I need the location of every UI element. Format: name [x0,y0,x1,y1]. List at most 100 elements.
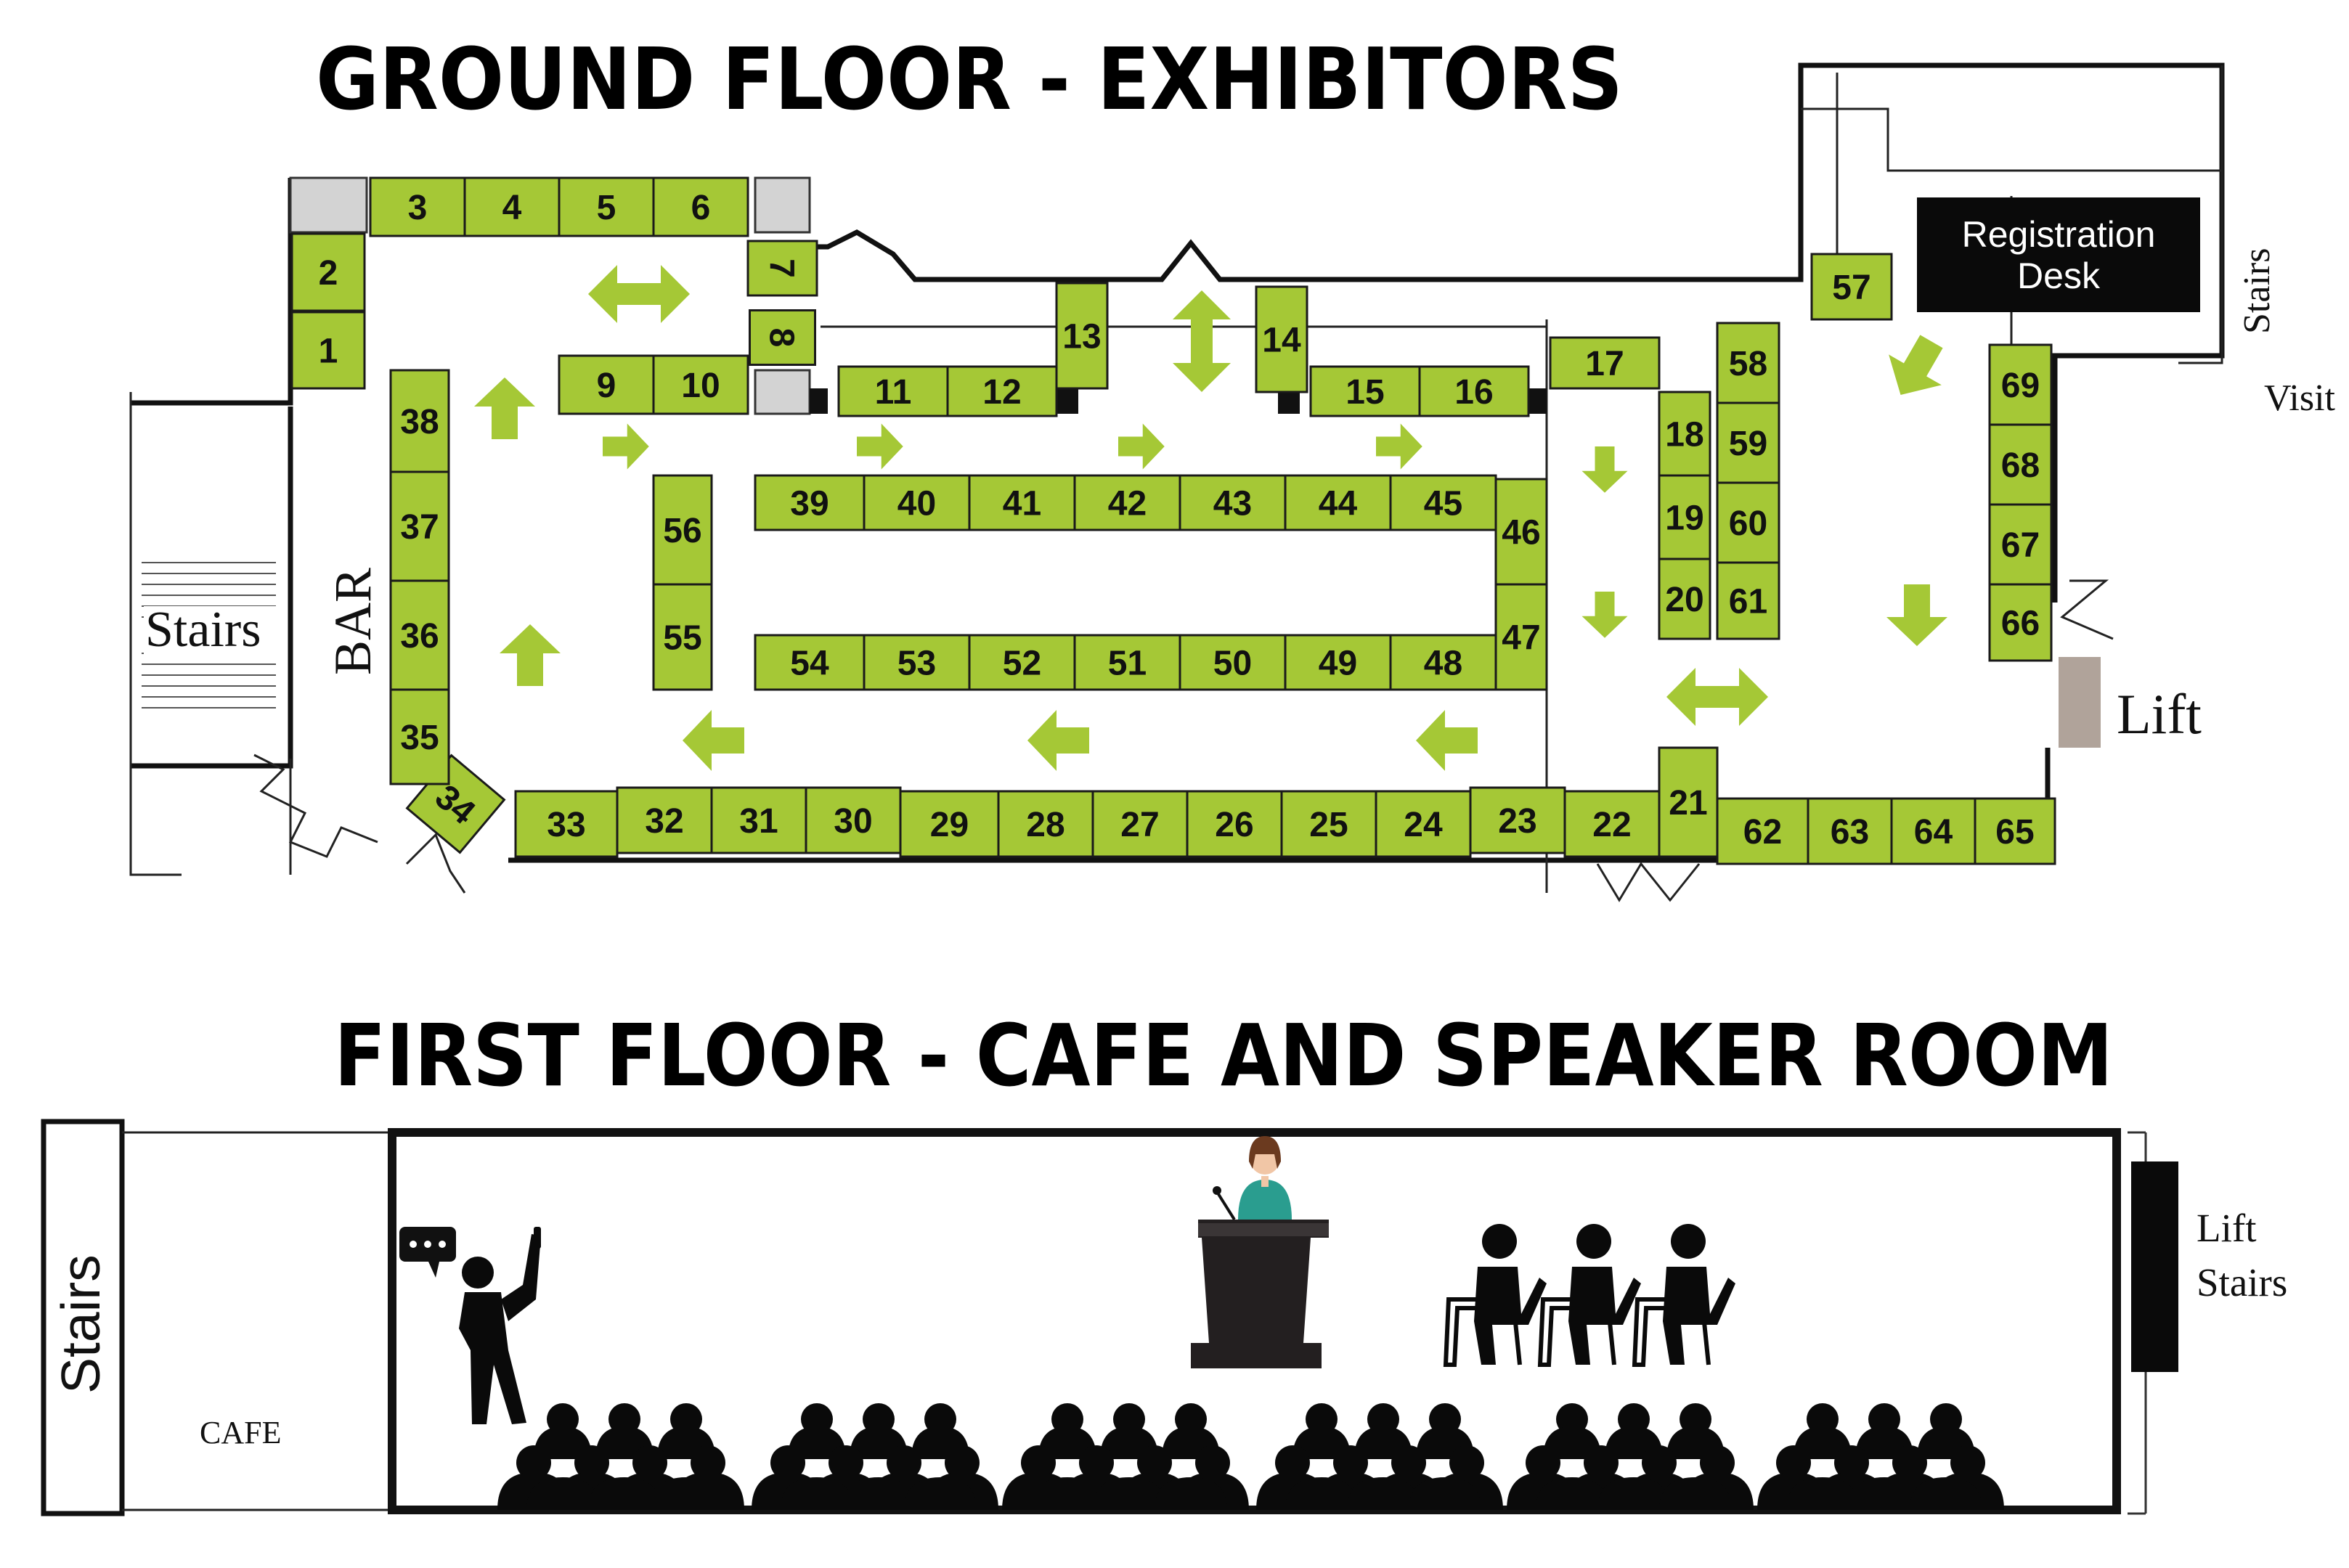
booth-25: 25 [1280,790,1377,858]
booth-6: 6 [652,176,749,237]
booth-number: 69 [2001,367,2040,405]
booth-9: 9 [558,354,655,415]
booth-box [1658,474,1711,560]
booth-number: 37 [400,508,439,547]
booth-1: 1 [290,311,366,390]
booth-number: 45 [1424,485,1462,523]
direction-arrow-icon [1118,423,1165,470]
audience-group-icon [1757,1403,2004,1510]
direction-arrow-icon [603,423,649,470]
booth-19: 19 [1658,474,1711,560]
booth-number: 42 [1108,485,1147,523]
direction-arrow-icon [474,377,535,439]
booth-number: 18 [1665,416,1703,454]
booth-22: 22 [1563,790,1661,858]
booth-box [1494,478,1548,586]
booth-4: 4 [463,176,561,237]
booth-56: 56 [652,474,713,586]
booth-number: 54 [790,645,829,683]
booth-57: 57 [1810,253,1893,321]
booth-box [1890,797,1977,865]
booth-box [1375,790,1472,858]
stairs-left: Stairs [142,552,276,711]
booth-box [463,176,561,237]
booth-number: 62 [1743,813,1782,852]
booth-box [946,365,1058,417]
booth-box [1469,786,1566,854]
booth-number: 21 [1669,784,1707,822]
booth-number: 27 [1120,806,1159,844]
booth-box [652,176,749,237]
bar-label: BAR [324,568,382,675]
stairs-left-label: Stairs [145,602,261,658]
booth-number: 36 [400,617,439,656]
double-arrow-icon [1173,290,1231,392]
booth-box [514,790,619,858]
booth-number: 1 [319,332,338,371]
booth-number: 41 [1003,485,1041,523]
booth-box [1494,583,1548,691]
booth-number: 31 [739,802,778,841]
booth-47: 47 [1494,583,1548,691]
booth-number: 9 [597,367,616,405]
booth-number: 28 [1026,806,1064,844]
booth-38: 38 [389,369,450,473]
booth-37: 37 [389,470,450,582]
booth-number: 38 [400,403,439,441]
audience-crowd [497,1403,2004,1510]
booth-box [1716,797,1809,865]
booth-14: 14 [1255,285,1308,393]
booth-box [1658,391,1711,477]
booth-box [389,579,450,691]
booth-box [899,790,1000,858]
booth-number: 19 [1665,499,1703,538]
booth-number: 2 [319,254,338,293]
booth-61: 61 [1716,561,1780,640]
booth-box [1073,634,1181,691]
booth-box [290,311,366,390]
booth-box [1418,365,1530,417]
booth-box [558,176,655,237]
pillars [810,388,1547,414]
booth-number: 30 [834,802,872,841]
booth-box [1091,790,1189,858]
booth-box [1280,790,1377,858]
booth-number: 63 [1831,813,1869,852]
booth-box [389,470,450,582]
first-floor-walls [41,1119,2178,1516]
booth-number: 6 [691,189,711,227]
direction-arrow-icon [1581,592,1628,638]
booth-box [805,786,902,854]
booth-13: 13 [1055,282,1109,390]
booth-number: 40 [897,485,936,523]
booth-box [746,240,818,297]
booth-58: 58 [1716,322,1780,404]
direction-arrow-icon [500,624,561,686]
booth-box [1073,474,1181,531]
booth-box [1284,634,1392,691]
audience-group-icon [497,1403,744,1510]
direction-arrow-icon [1416,710,1478,771]
booth-27: 27 [1091,790,1189,858]
booth-number: 67 [2001,526,2040,565]
first-floor-stairs-right-label: Stairs [2197,1260,2287,1304]
booth-39: 39 [754,474,866,531]
booth-box [754,474,866,531]
booth-number: 11 [875,373,912,412]
booth-box [1810,253,1893,321]
booth-number: 16 [1454,373,1493,412]
booth-number: 51 [1108,645,1147,683]
booth-number: 53 [897,645,936,683]
booth-45: 45 [1389,474,1497,531]
booth-number: 49 [1319,645,1357,683]
booth-51: 51 [1073,634,1181,691]
booth-number: 56 [663,512,701,550]
booth-number: 22 [1592,806,1631,844]
direction-arrow-icon [1027,710,1089,771]
seated-person-icon [1537,1224,1641,1367]
lift-block [2059,657,2101,748]
booth-number: 61 [1729,583,1767,621]
visit-label: Visit [2264,377,2336,419]
booth-8: 8 [749,309,816,366]
